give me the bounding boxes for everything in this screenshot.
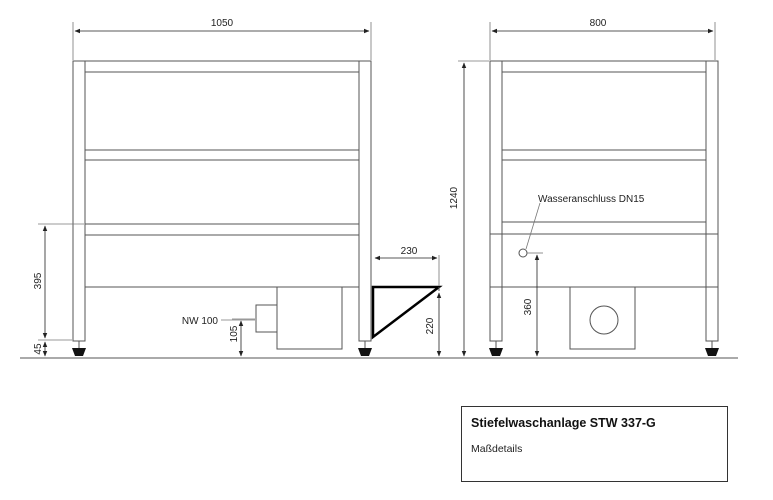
side-tank xyxy=(489,233,719,288)
dimension-label-800: 800 xyxy=(590,18,607,29)
dimension-label-45: 45 xyxy=(33,343,44,355)
title-block-title: Stiefelwaschanlage STW 337-G xyxy=(471,416,656,430)
side-left-leg xyxy=(489,60,503,342)
dimension-label-105: 105 xyxy=(229,325,240,342)
side-drain-circle xyxy=(589,305,619,335)
side-right-foot xyxy=(705,341,719,356)
side-drain-box xyxy=(569,286,636,350)
front-left-leg xyxy=(72,60,86,342)
dimension-bracket-depth: 230 xyxy=(374,246,440,286)
dimension-label-360: 360 xyxy=(523,298,534,315)
dimension-width-front: 1050 xyxy=(72,18,372,60)
water-connection-icon xyxy=(518,248,528,258)
dimension-label-1240: 1240 xyxy=(449,186,460,209)
water-label-group: Wasseranschluss DN15 xyxy=(525,194,645,250)
wall-bracket xyxy=(371,285,443,340)
dimension-height-tank: 395 xyxy=(33,223,84,341)
side-right-leg xyxy=(705,60,719,342)
dimension-label-220: 220 xyxy=(425,317,436,334)
drain-label: NW 100 xyxy=(182,316,219,327)
front-left-foot xyxy=(72,341,86,356)
dimension-height-drain: 105 xyxy=(229,318,255,357)
front-tank xyxy=(84,234,360,288)
dimension-width-side: 800 xyxy=(489,18,716,60)
dimension-water-height: 360 xyxy=(523,252,543,357)
dimension-height-foot: 45 xyxy=(33,341,48,357)
front-right-foot xyxy=(358,341,372,356)
dimension-height-total: 1240 xyxy=(449,60,489,357)
front-view xyxy=(72,60,443,356)
side-left-foot xyxy=(489,341,503,356)
front-right-leg xyxy=(358,60,372,342)
drain-box xyxy=(276,286,343,350)
water-label: Wasseranschluss DN15 xyxy=(538,194,645,205)
dimension-label-395: 395 xyxy=(33,272,44,289)
drain-pipe xyxy=(255,304,278,333)
side-view xyxy=(489,60,719,356)
dimension-bracket-height: 220 xyxy=(425,292,442,357)
title-block-subtitle: Maßdetails xyxy=(471,443,523,455)
dimension-label-1050: 1050 xyxy=(211,18,234,29)
dimension-label-230: 230 xyxy=(401,246,418,257)
drain-label-group: NW 100 xyxy=(182,316,255,327)
title-block: Stiefelwaschanlage STW 337-G Maßdetails xyxy=(461,406,728,482)
